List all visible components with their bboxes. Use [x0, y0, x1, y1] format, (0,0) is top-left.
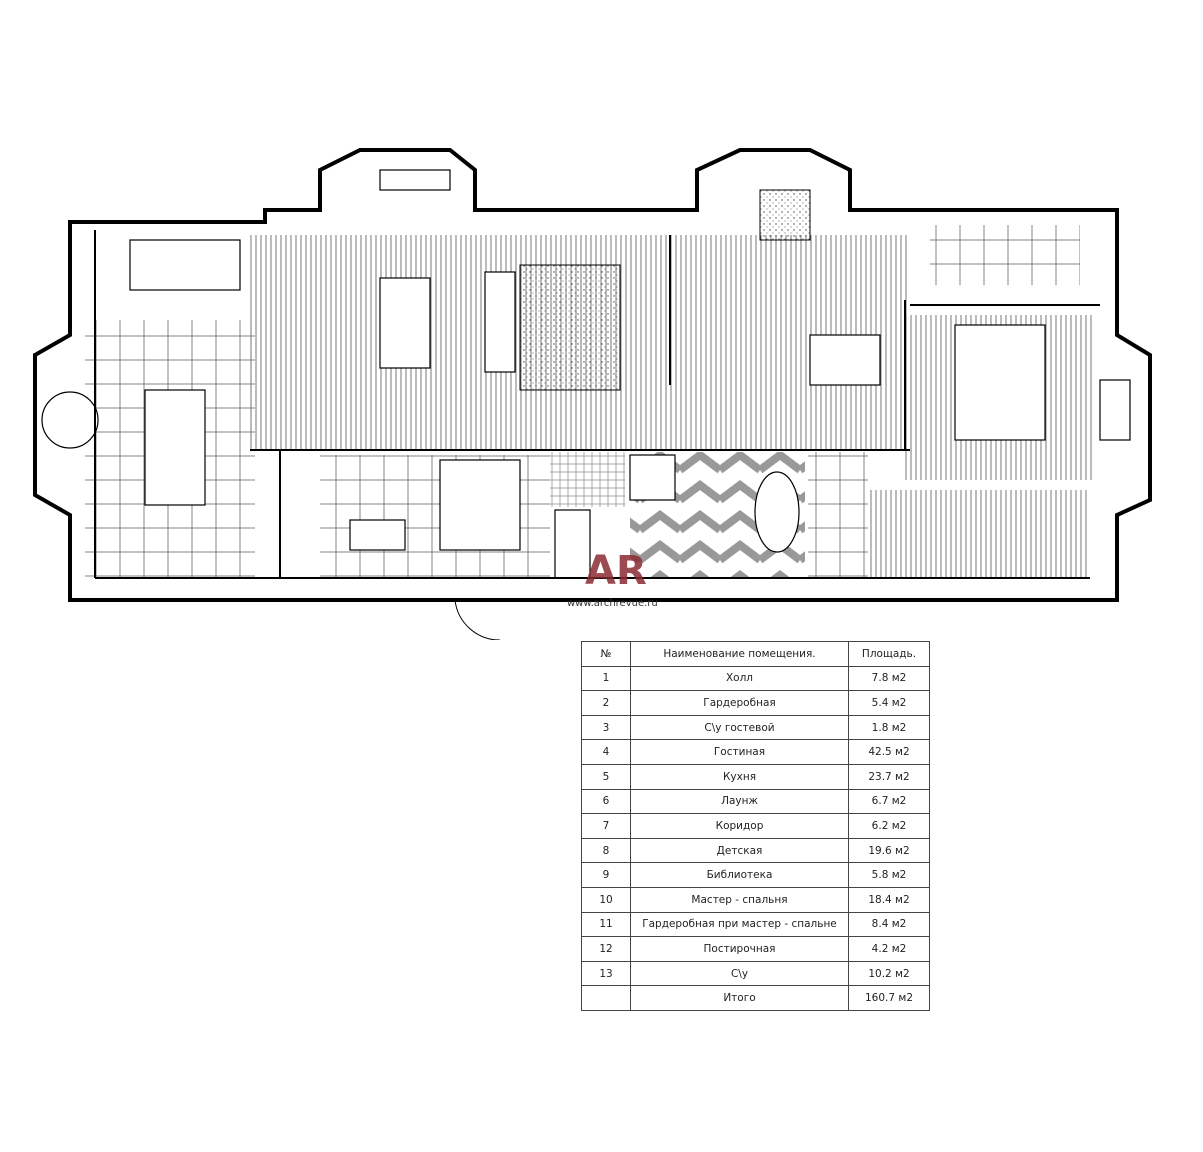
room-name: Лаунж	[630, 788, 849, 815]
room-name: Холл	[630, 665, 849, 692]
room-name: Итого	[630, 985, 849, 1011]
room-name: Детская	[630, 837, 849, 864]
round-table	[41, 391, 99, 449]
room-name: Мастер - спальня	[630, 886, 849, 913]
room-area: 7.8 м2	[848, 665, 930, 692]
bathtub	[754, 471, 800, 553]
room-area: 1.8 м2	[848, 714, 930, 741]
armchairs	[129, 239, 241, 291]
row-number: 13	[581, 960, 631, 987]
room-name: Постирочная	[630, 936, 849, 962]
header-number: №	[581, 641, 631, 667]
table-header-row: № Наименование помещения. Площадь.	[581, 641, 930, 667]
room-area: 10.2 м2	[848, 960, 930, 987]
row-number: 9	[581, 862, 631, 888]
row-number: 3	[581, 714, 631, 741]
bedroom2-floor	[870, 490, 1090, 578]
room-area: 6.7 м2	[848, 788, 930, 815]
room-area: 160.7 м2	[848, 985, 930, 1011]
room-area: 4.2 м2	[848, 936, 930, 962]
kitchen-island	[144, 389, 206, 506]
wc-floor	[550, 452, 625, 507]
sofa	[484, 271, 516, 373]
room-area: 5.8 м2	[848, 862, 930, 888]
row-number: 10	[581, 886, 631, 913]
floor-plan	[33, 148, 1152, 640]
room-area: 6.2 м2	[848, 813, 930, 839]
room-name: Коридор	[630, 813, 849, 839]
lounge-floor	[930, 225, 1080, 285]
row-number: 12	[581, 936, 631, 962]
row-number: 7	[581, 813, 631, 839]
room-area: 5.4 м2	[848, 690, 930, 716]
watermark-url: www.archrevue.ru	[567, 598, 658, 609]
rug-1	[519, 264, 621, 391]
row-number: 11	[581, 911, 631, 938]
room-name: С\у гостевой	[630, 714, 849, 741]
room-area: 19.6 м2	[848, 837, 930, 864]
row-number: 2	[581, 690, 631, 716]
header-area: Площадь.	[848, 641, 930, 667]
bed-kids	[809, 334, 881, 386]
dining-table	[379, 277, 431, 369]
row-number: 8	[581, 837, 631, 864]
rug-2	[759, 189, 811, 241]
room-name: Библиотека	[630, 862, 849, 888]
room-area: 23.7 м2	[848, 763, 930, 790]
room-area: 42.5 м2	[848, 739, 930, 765]
room-area: 8.4 м2	[848, 911, 930, 938]
watermark-logo: AR	[585, 548, 647, 594]
row-number: 1	[581, 665, 631, 692]
row-number: 4	[581, 739, 631, 765]
room-area: 18.4 м2	[848, 886, 930, 913]
room-name: Гардеробная при мастер - спальне	[630, 911, 849, 938]
room-name: Гостиная	[630, 739, 849, 765]
row-number	[581, 985, 631, 1011]
header-room-name: Наименование помещения.	[630, 641, 849, 667]
bed-master	[954, 324, 1046, 441]
row-number: 5	[581, 763, 631, 790]
room-name: Кухня	[630, 763, 849, 790]
row-number: 6	[581, 788, 631, 815]
entry-door-swing	[454, 599, 500, 640]
room-name: С\у	[630, 960, 849, 987]
room-name: Гардеробная	[630, 690, 849, 716]
laundry-floor	[808, 452, 868, 578]
